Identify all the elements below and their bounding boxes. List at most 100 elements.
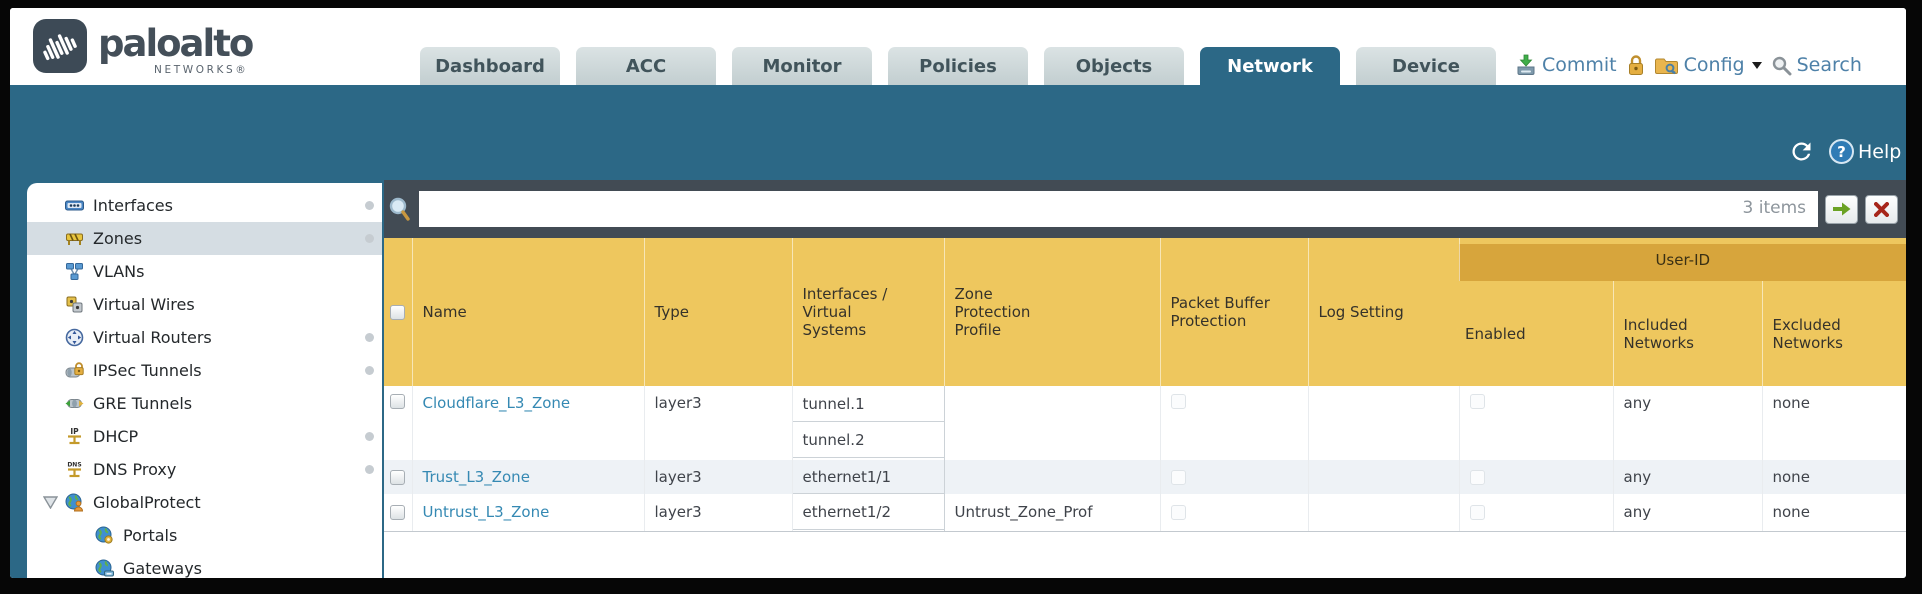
col-header-interfaces[interactable]: Interfaces / Virtual Systems bbox=[791, 238, 944, 386]
sidebar-item-interfaces[interactable]: Interfaces bbox=[27, 189, 382, 222]
commit-button[interactable]: Commit bbox=[1515, 54, 1617, 76]
excluded-networks: none bbox=[1772, 468, 1810, 486]
col-header-name[interactable]: Name bbox=[411, 238, 644, 386]
user-id-enabled-checkbox[interactable] bbox=[1469, 504, 1485, 520]
zone-name-link[interactable]: Cloudflare_L3_Zone bbox=[422, 394, 571, 412]
col-header-packet-buffer-protection[interactable]: Packet Buffer Protection bbox=[1159, 238, 1308, 386]
config-icon bbox=[1654, 58, 1678, 75]
sidebar-item-virtual-routers[interactable]: Virtual Routers bbox=[27, 321, 382, 354]
zone-protection-profile bbox=[944, 460, 1161, 494]
interface-item: ethernet1/1 bbox=[792, 461, 944, 494]
select-all-checkbox[interactable] bbox=[390, 304, 405, 320]
user-id-enabled-checkbox[interactable] bbox=[1469, 469, 1485, 485]
sidebar-item-gre-tunnels[interactable]: GRE Tunnels bbox=[27, 387, 382, 420]
clear-x-icon bbox=[1874, 201, 1889, 217]
excluded-networks: none bbox=[1772, 394, 1810, 412]
tab-acc[interactable]: ACC bbox=[576, 47, 716, 85]
col-header-excluded-networks[interactable]: Excluded Networks bbox=[1761, 281, 1906, 386]
col-header-label: Excluded Networks bbox=[1772, 315, 1843, 352]
sidebar-item-zones[interactable]: Zones bbox=[27, 222, 382, 255]
sidebar-item-label: DHCP bbox=[93, 427, 139, 446]
col-header-included-networks[interactable]: Included Networks bbox=[1612, 281, 1762, 386]
wordmark: paloalto NETWORKS® bbox=[98, 18, 254, 76]
apply-filter-button[interactable] bbox=[1825, 194, 1858, 224]
sidebar-item-label: Zones bbox=[93, 229, 143, 248]
status-dot bbox=[365, 465, 374, 474]
included-networks: any bbox=[1613, 460, 1763, 494]
excluded-networks: none bbox=[1762, 494, 1906, 532]
expander-icon[interactable] bbox=[43, 496, 58, 509]
item-count: 3 items bbox=[1742, 198, 1806, 218]
sidebar-item-label: Portals bbox=[123, 526, 178, 545]
commit-icon bbox=[1517, 54, 1535, 75]
config-button[interactable]: Config bbox=[1654, 54, 1762, 76]
virtual-wires-icon bbox=[66, 296, 83, 313]
interface-item: tunnel.1 bbox=[792, 386, 944, 422]
sidebar-item-portals[interactable]: Portals bbox=[27, 519, 382, 552]
refresh-icon[interactable] bbox=[1788, 138, 1815, 165]
sidebar-item-virtual-wires[interactable]: Virtual Wires bbox=[27, 288, 382, 321]
sidebar-item-label: IPSec Tunnels bbox=[93, 361, 202, 380]
table-row: Untrust_L3_Zone layer3 ethernet1/2 Untru… bbox=[384, 494, 1906, 532]
sidebar-item-dns-proxy[interactable]: DNS DNS Proxy bbox=[27, 453, 382, 486]
apply-arrow-icon bbox=[1833, 202, 1851, 216]
tab-dashboard[interactable]: Dashboard bbox=[420, 47, 560, 85]
col-header-zone-protection-profile[interactable]: Zone Protection Profile bbox=[943, 238, 1160, 386]
col-header-label: Zone Protection Profile bbox=[954, 285, 1031, 339]
col-header-label: Interfaces / Virtual Systems bbox=[802, 285, 888, 339]
interface-item: tunnel.2 bbox=[792, 422, 944, 458]
interfaces-icon bbox=[65, 200, 84, 211]
clear-filter-button[interactable] bbox=[1865, 194, 1898, 224]
user-id-enabled-checkbox[interactable] bbox=[1469, 394, 1485, 409]
status-dot bbox=[365, 234, 374, 243]
status-dot bbox=[365, 366, 374, 375]
col-header-label: Packet Buffer Protection bbox=[1170, 294, 1270, 330]
zone-name-link[interactable]: Trust_L3_Zone bbox=[422, 468, 530, 486]
portals-icon bbox=[95, 526, 113, 544]
tab-device[interactable]: Device bbox=[1356, 47, 1496, 85]
packet-buffer-protection-checkbox[interactable] bbox=[1170, 394, 1186, 409]
lock-icon[interactable] bbox=[1626, 54, 1646, 76]
packet-buffer-protection-checkbox[interactable] bbox=[1170, 469, 1186, 485]
col-header-enabled[interactable]: Enabled bbox=[1459, 281, 1613, 386]
sidebar-item-dhcp[interactable]: IP DHCP bbox=[27, 420, 382, 453]
zone-name-link[interactable]: Untrust_L3_Zone bbox=[422, 503, 550, 522]
tab-monitor[interactable]: Monitor bbox=[732, 47, 872, 85]
log-setting bbox=[1308, 494, 1460, 532]
interface-item: ethernet1/2 bbox=[792, 494, 944, 531]
zone-type: layer3 bbox=[644, 386, 793, 460]
help-label: Help bbox=[1858, 140, 1902, 163]
filter-input[interactable] bbox=[419, 191, 1818, 227]
zone-interfaces: ethernet1/2 bbox=[791, 494, 945, 532]
sidebar-item-gateways[interactable]: Gateways bbox=[27, 552, 382, 578]
col-header-log-setting[interactable]: Log Setting bbox=[1307, 238, 1459, 386]
tab-network[interactable]: Network bbox=[1200, 47, 1340, 85]
app-window: paloalto NETWORKS® Dashboard ACC Monitor… bbox=[10, 8, 1906, 578]
sidebar-item-label: Virtual Routers bbox=[93, 328, 212, 347]
row-checkbox[interactable] bbox=[390, 504, 405, 520]
sidebar-item-ipsec-tunnels[interactable]: IPSec Tunnels bbox=[27, 354, 382, 387]
row-checkbox[interactable] bbox=[390, 394, 405, 409]
help-button[interactable]: ? Help bbox=[1829, 139, 1901, 164]
main-content: 3 items bbox=[384, 180, 1906, 578]
gateways-icon bbox=[95, 559, 114, 577]
col-header-type[interactable]: Type bbox=[643, 238, 792, 386]
packet-buffer-protection-checkbox[interactable] bbox=[1170, 504, 1186, 520]
sidebar-item-label: GlobalProtect bbox=[93, 493, 201, 512]
zone-protection-profile bbox=[944, 386, 1161, 460]
status-dot bbox=[365, 201, 374, 210]
search-button[interactable]: Search bbox=[1771, 54, 1862, 76]
tab-policies[interactable]: Policies bbox=[888, 47, 1028, 85]
sidebar-item-label: DNS Proxy bbox=[93, 460, 177, 479]
row-checkbox[interactable] bbox=[390, 469, 405, 485]
tab-objects[interactable]: Objects bbox=[1044, 47, 1184, 85]
commit-label: Commit bbox=[1542, 54, 1617, 76]
svg-text:IP: IP bbox=[70, 427, 79, 436]
sidebar-item-vlans[interactable]: VLANs bbox=[27, 255, 382, 288]
dhcp-icon: IP bbox=[68, 427, 81, 445]
sidebar-item-globalprotect[interactable]: GlobalProtect bbox=[27, 486, 382, 519]
gre-tunnels-icon bbox=[65, 399, 84, 408]
paloalto-logo-icon bbox=[33, 19, 87, 73]
vlans-icon bbox=[66, 263, 83, 280]
included-networks: any bbox=[1613, 386, 1763, 460]
